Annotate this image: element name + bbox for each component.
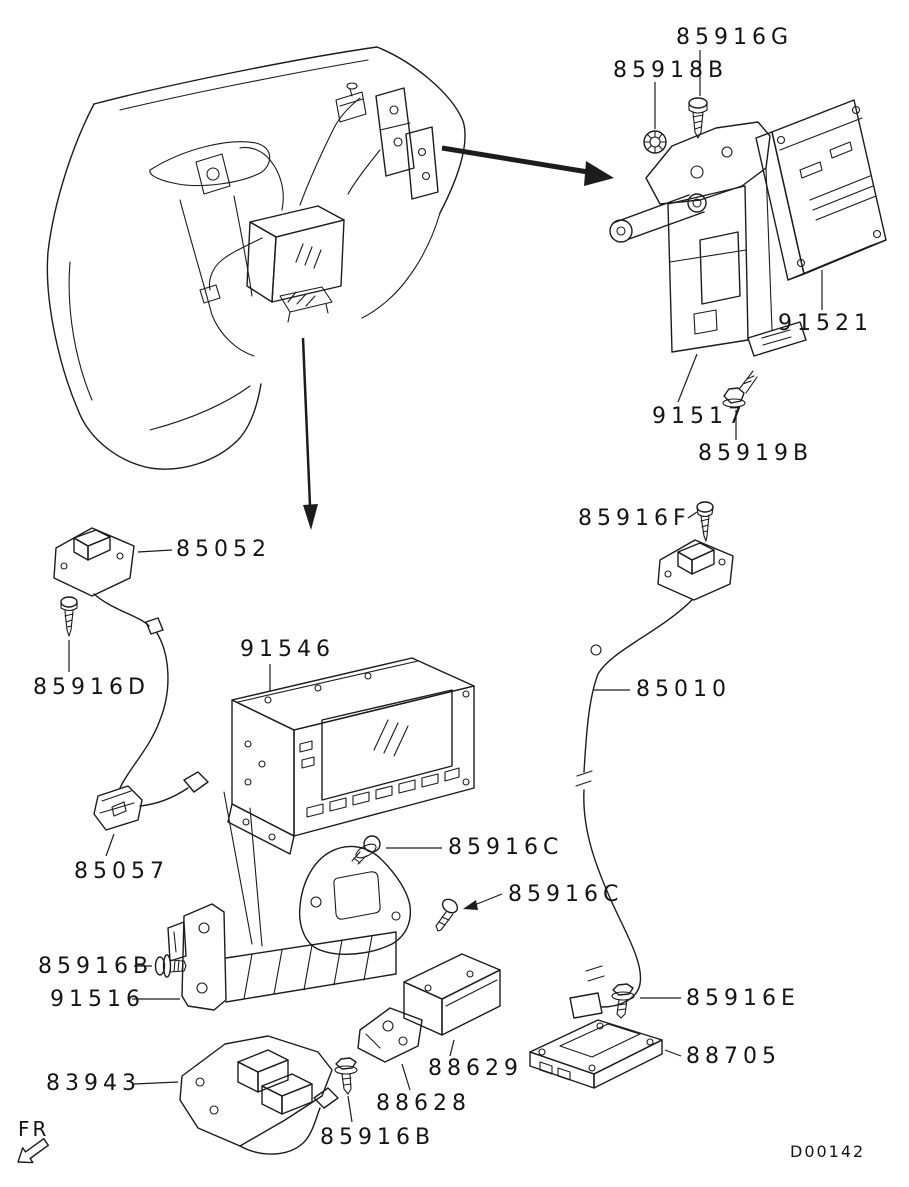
part-91521-tuner-unit [755, 99, 887, 281]
part-label-85919b: 85919B [698, 441, 813, 466]
part-91516-bracket [167, 845, 412, 1011]
part-85010-antenna-base [657, 539, 734, 601]
leader-lines [68, 50, 823, 1123]
callout-arrow-right [441, 145, 614, 186]
part-label-85916f: 85916F [578, 506, 691, 531]
antenna-feeder-cable [569, 599, 693, 1019]
part-label-85916g: 85916G [676, 25, 793, 50]
part-label-85916b-left: 85916B [38, 954, 153, 979]
part-85052-gps-antenna [53, 527, 135, 597]
part-label-85916c-lower: 85916C [508, 882, 623, 907]
part-85916g-screw-icon [688, 97, 708, 139]
part-label-88628: 88628 [376, 1091, 471, 1116]
part-label-85057: 85057 [74, 859, 169, 884]
part-label-88705: 88705 [686, 1044, 781, 1069]
part-88628-bracket [357, 1007, 423, 1063]
part-83943-junction-assembly [179, 1035, 339, 1155]
part-88629-module [403, 953, 501, 1036]
part-labels: 85918B 85916G 91521 91517 85919B 85916F … [33, 25, 873, 1150]
part-label-83943: 83943 [46, 1071, 141, 1096]
dashboard-sketch [46, 46, 466, 470]
part-85057-connector [93, 785, 143, 831]
part-85916c-bolt-upper-icon [351, 835, 381, 865]
fr-arrow-icon [17, 1138, 49, 1164]
part-label-91516: 91516 [50, 987, 145, 1012]
part-88705-module [529, 1019, 663, 1089]
fr-label: FR [18, 1117, 49, 1141]
part-label-91517: 91517 [652, 404, 747, 429]
part-label-85916c-upper: 85916C [448, 835, 563, 860]
part-85916f-screw-icon [696, 501, 714, 542]
part-label-85916e: 85916E [686, 986, 800, 1011]
drawing-code: D00142 [790, 1142, 865, 1161]
part-85916b-bolt-bottom-icon [334, 1057, 358, 1095]
part-85916e-bolt-icon [611, 983, 635, 1019]
part-85916b-bolt-left-icon [154, 954, 187, 978]
part-85918b-grommet-icon [643, 130, 667, 154]
gps-antenna-cable [93, 593, 209, 807]
part-label-91546: 91546 [240, 637, 335, 662]
part-85919b-bolt-icon [722, 370, 758, 408]
part-label-85916b-bottom: 85916B [320, 1125, 435, 1150]
part-label-91521: 91521 [778, 311, 873, 336]
part-label-85010: 85010 [636, 677, 731, 702]
part-label-85916d: 85916D [33, 675, 150, 700]
callout-arrow-down [301, 337, 318, 530]
fr-direction-marker: FR [17, 1117, 49, 1164]
part-label-85052: 85052 [176, 537, 271, 562]
part-91517-bracket [609, 121, 807, 357]
part-85916d-screw-icon [60, 596, 78, 637]
part-85916c-screw-lower-icon [435, 898, 459, 932]
part-91546-head-unit [223, 657, 475, 947]
part-label-88629: 88629 [428, 1056, 523, 1081]
part-label-85918b: 85918B [613, 58, 728, 83]
